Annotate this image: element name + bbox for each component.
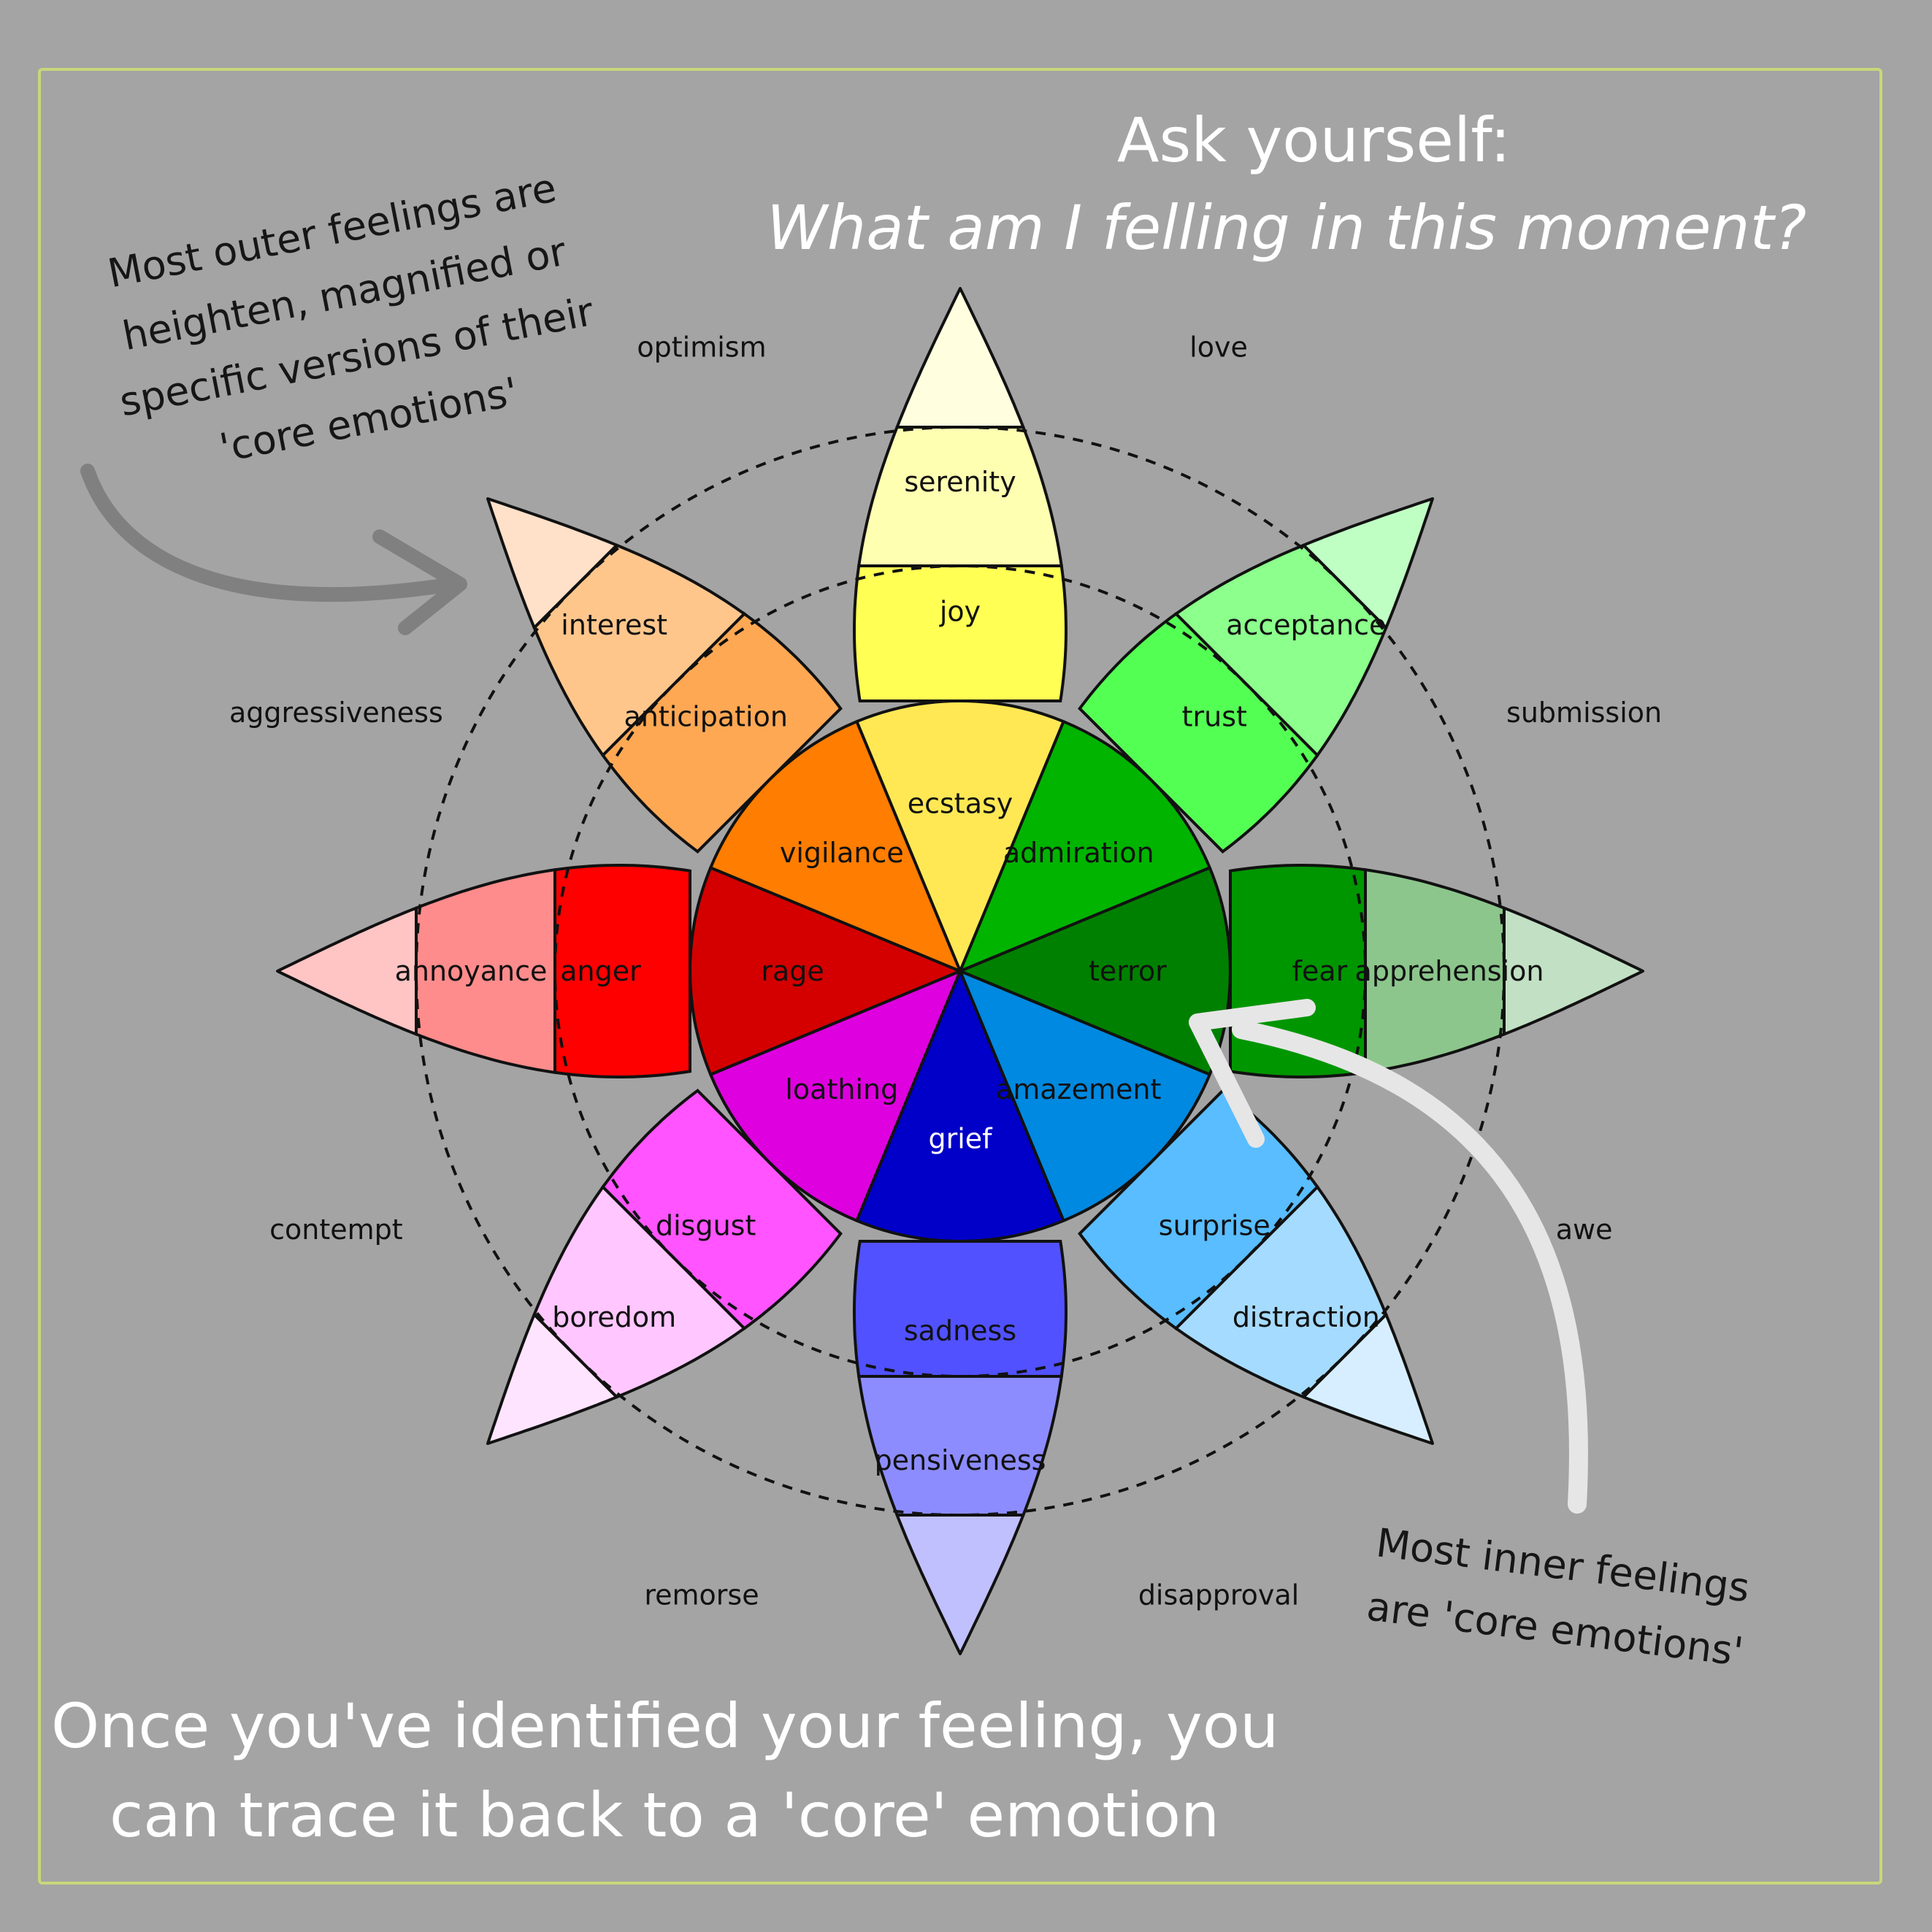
- core-wedge-trust: [959, 720, 1211, 973]
- petal-middle-band-anger: [553, 864, 691, 1078]
- emotion-label-interest: interest: [561, 609, 667, 641]
- dyad-label-remorse: remorse: [644, 1579, 759, 1611]
- petal-tip-trust: [1302, 497, 1434, 629]
- petal-outer-band-joy: [856, 426, 1064, 567]
- petal-anticipation: [486, 497, 843, 854]
- emotion-label-vigilance: vigilance: [780, 837, 904, 869]
- emotion-label-distraction: distraction: [1233, 1301, 1380, 1333]
- petal-tip-sadness: [895, 1514, 1025, 1655]
- emotion-label-grief: grief: [928, 1122, 993, 1154]
- core-wedge-anticipation: [709, 720, 962, 973]
- petal-trust: [1078, 497, 1434, 854]
- dyad-label-disapproval: disapproval: [1138, 1579, 1299, 1611]
- petal-disgust: [486, 1089, 843, 1445]
- emotion-label-surprise: surprise: [1159, 1209, 1270, 1241]
- petal-middle-band-fear: [1229, 864, 1367, 1078]
- emotion-label-rage: rage: [761, 955, 824, 987]
- petal-middle-band-joy: [853, 564, 1067, 702]
- footer-line-2: can trace it back to a 'core' emotion: [110, 1779, 1220, 1851]
- petal-middle-band-surprise: [1078, 1089, 1319, 1330]
- prompt-question: What am I felling in this moment?: [767, 192, 1807, 264]
- emotion-label-terror: terror: [1089, 955, 1167, 987]
- petal-surprise: [1078, 1089, 1434, 1445]
- emotion-label-anticipation: anticipation: [624, 701, 787, 733]
- dyad-label-submission: submission: [1506, 697, 1662, 729]
- petal-outer-band-surprise: [1173, 1184, 1388, 1399]
- dyad-label-awe: awe: [1556, 1214, 1613, 1246]
- dyad-label-contempt: contempt: [269, 1214, 403, 1246]
- core-wedge-disgust: [709, 970, 962, 1222]
- petal-outer-band-anticipation: [532, 543, 747, 758]
- emotion-label-joy: joy: [939, 596, 981, 628]
- prompt-heading: Ask yourself:: [1117, 104, 1511, 176]
- petal-tip-joy: [895, 287, 1025, 429]
- petal-middle-band-anticipation: [601, 612, 843, 854]
- emotion-label-serenity: serenity: [904, 466, 1016, 498]
- dyad-label-aggressiveness: aggressiveness: [229, 697, 443, 729]
- petals: [276, 287, 1644, 1655]
- emotion-labels: serenity joy ecstasy acceptance trust admirat…: [395, 466, 1544, 1476]
- petal-outer-band-sadness: [856, 1375, 1064, 1517]
- petal-tip-anticipation: [486, 497, 618, 629]
- dyad-label-optimism: optimism: [637, 331, 766, 363]
- emotion-label-fear: fear: [1292, 955, 1348, 987]
- dyad-label-love: love: [1189, 331, 1248, 363]
- core-wedge-surprise: [959, 970, 1211, 1222]
- core-wedge-joy: [855, 699, 1065, 973]
- footer-line-1: Once you've identified your feeling, you: [51, 1690, 1279, 1762]
- emotion-label-admiration: admiration: [1003, 837, 1154, 869]
- petal-anger: [276, 864, 691, 1078]
- petal-tip-disgust: [486, 1313, 618, 1445]
- petal-tip-fear: [1503, 906, 1644, 1036]
- dashed-inner-circle: [553, 564, 1367, 1378]
- petal-tip-anger: [276, 906, 418, 1036]
- dyad-labels: love submission awe disapproval remorse conte…: [229, 331, 1662, 1611]
- emotion-label-ecstasy: ecstasy: [908, 788, 1013, 820]
- dashed-outer-circle: [415, 426, 1506, 1517]
- petal-sadness: [853, 1240, 1067, 1655]
- petal-outer-band-fear: [1364, 867, 1506, 1075]
- emotion-label-apprehension: apprehension: [1355, 955, 1544, 987]
- petal-middle-band-trust: [1078, 612, 1319, 854]
- petal-joy: [853, 287, 1067, 702]
- petal-outer-band-anger: [415, 867, 556, 1075]
- petal-tip-surprise: [1302, 1313, 1434, 1445]
- emotion-label-disgust: disgust: [656, 1209, 756, 1241]
- outer-arrow: [80, 464, 467, 635]
- emotion-label-acceptance: acceptance: [1226, 609, 1386, 641]
- core-wedge-anger: [689, 866, 962, 1076]
- emotion-label-loathing: loathing: [785, 1073, 898, 1105]
- petal-outer-band-trust: [1173, 543, 1388, 758]
- emotion-label-boredom: boredom: [552, 1301, 676, 1333]
- emotion-label-pensiveness: pensiveness: [875, 1444, 1046, 1476]
- core-emotions: [689, 699, 1232, 1243]
- emotion-label-amazement: amazement: [996, 1073, 1161, 1105]
- petal-outer-band-disgust: [532, 1184, 747, 1399]
- core-wedge-sadness: [855, 970, 1065, 1243]
- emotion-label-anger: anger: [560, 955, 641, 987]
- emotion-label-annoyance: annoyance: [395, 955, 548, 987]
- page-frame: [38, 68, 1882, 1885]
- emotion-label-trust: trust: [1182, 701, 1247, 733]
- emotion-label-sadness: sadness: [904, 1315, 1016, 1347]
- petal-middle-band-sadness: [853, 1240, 1067, 1378]
- petal-middle-band-disgust: [601, 1089, 843, 1330]
- petal-fear: [1229, 864, 1644, 1078]
- inner-arrow: [1189, 999, 1588, 1514]
